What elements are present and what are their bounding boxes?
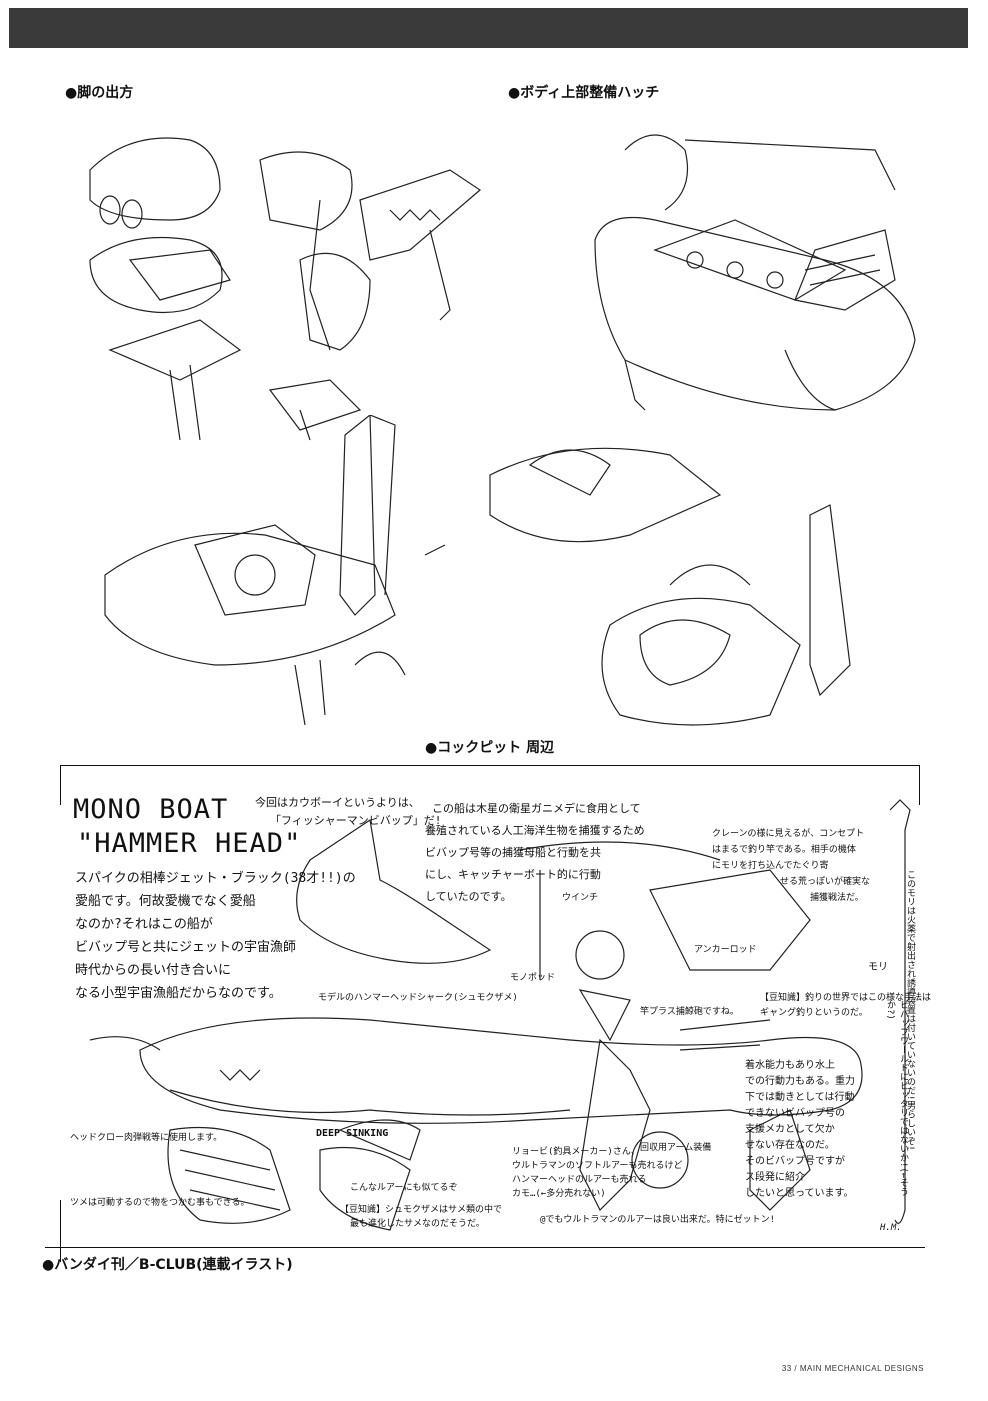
ryobi-line-1: リョービ(釣具メーカー)さん、 (512, 1147, 640, 1157)
label-reel-net: 竿プラス捕鯨砲ですね。 (640, 1007, 739, 1017)
illustration-frame-left-bottom (60, 1200, 61, 1262)
description-line-5: 時代からの長い付き合いに (75, 963, 232, 978)
cockpit-sketch-right (470, 415, 890, 745)
underwater-line-9: したいと思っています。 (745, 1188, 854, 1199)
crane-line-3: にモリを打ち込んでたぐり寄 (712, 861, 829, 871)
description-line-1: スパイクの相棒ジェット・ブラック(38才!!)の (75, 871, 356, 886)
mothership-line-3: ビバップ号等の捕獲母船と行動を共 (425, 846, 601, 859)
illustration-title-line1: MONO BOAT (73, 794, 229, 825)
illustration-frame-bottom (45, 1247, 925, 1248)
underwater-line-4: できないビバップ号の (745, 1108, 845, 1119)
intro-line-2: 「フィッシャーマンビバップ」だ! (270, 814, 442, 827)
cockpit-sketch-left (95, 415, 515, 740)
page-footer: 33 / MAIN MECHANICAL DESIGNS (781, 1364, 924, 1373)
underwater-line-3: 下では動きとしては行動 (745, 1092, 855, 1103)
mothership-line-1: この船は木星の衛星ガニメデに食用として (432, 802, 641, 815)
label-model-shark: モデルのハンマーヘッドシャーク(シュモクザメ) (318, 993, 518, 1003)
description-line-3: なのか?それはこの船が (75, 917, 213, 932)
description-line-4: ビバップ号と共にジェットの宇宙漁師 (75, 940, 297, 955)
crane-line-5: 捕獲戦法だ。 (810, 893, 864, 903)
label-anchor-rod: アンカーロッド (694, 945, 757, 955)
trivia-shark-line-1: 【豆知識】シュモクザメはサメ類の中で (340, 1205, 503, 1215)
hatch-sketch (585, 110, 925, 420)
label-tsume: ツメは可動するので物をつかむ事もできる。 (70, 1198, 250, 1208)
trivia-fishing-line-1: 【豆知識】釣りの世界ではこの様な手法は (760, 993, 932, 1003)
illustration-frame-top (60, 765, 920, 766)
mothership-line-5: していたのです。 (425, 890, 512, 903)
trivia-shark-line-2: 最も進化したサメなのだそうだ。 (350, 1219, 485, 1229)
signature: H.M. (880, 1223, 902, 1233)
ultraman-note: @でもウルトラマンのルアーは良い出来だ。特にゼットン! (540, 1215, 776, 1225)
crane-line-4: せる荒っぽいが確実な (780, 877, 871, 887)
ryobi-line-3: ハンマーヘッドのルアーも売れる (512, 1175, 647, 1185)
label-harpoon: モリ (868, 962, 888, 973)
leg-deployment-sketch (70, 110, 490, 450)
side-note-bebop-world: ビバップワールドにピッタリではないか!(←そうか?) (885, 1000, 908, 1197)
illustration-frame-left (60, 765, 61, 805)
underwater-line-2: での行動力もある。重力 (745, 1076, 855, 1087)
intro-line-1: 今回はカウボーイというよりは、 (255, 796, 420, 809)
mothership-line-2: 養殖されている人工海洋生物を捕獲するため (425, 824, 645, 837)
underwater-line-8: ス段発に紹介 (745, 1172, 805, 1183)
section-label-legs: ●脚の出方 (65, 85, 134, 101)
ryobi-line-4: カモ…(←多分売れない) (512, 1189, 606, 1199)
ryobi-line-2: ウルトラマンのソフトルアーも売れるけど (512, 1161, 683, 1171)
label-monopod: モノポッド (510, 973, 556, 983)
trivia-fishing-line-2: ギャング釣りというのだ。 (760, 1008, 868, 1018)
label-claw: ヘッドクロー肉弾戦等に使用します。 (70, 1133, 223, 1143)
label-winch: ウインチ (562, 893, 599, 903)
section-label-hatch: ●ボディ上部整備ハッチ (508, 85, 660, 101)
illustration-frame-right (919, 765, 920, 805)
description-line-2: 愛船です。何故愛機でなく愛船 (75, 894, 256, 909)
label-recovery-arm: 回収用アーム装備 (640, 1143, 712, 1153)
mothership-line-4: にし、キャッチャーボート的に行動 (425, 868, 601, 881)
illustration-title-line2: "HAMMER HEAD" (77, 828, 302, 859)
crane-line-2: はまるで釣り竿である。相手の機体 (712, 845, 856, 855)
section-label-cockpit: ●コックピット 周辺 (425, 740, 555, 756)
underwater-line-1: 着水能力もあり水上 (745, 1060, 835, 1071)
description-line-6: なる小型宇宙漁船だからなのです。 (75, 986, 282, 1001)
underwater-line-5: 支援メカとして欠か (745, 1124, 835, 1135)
header-bar (9, 8, 968, 48)
section-label-source: ●バンダイ刊／B-CLUB(連載イラスト) (42, 1257, 293, 1273)
label-deep-sinking: DEEP SINKING (316, 1128, 389, 1139)
crane-line-1: クレーンの様に見えるが、コンセプト (712, 829, 865, 839)
side-note-harpoon: このモリは火薬で射出され誘導装置は付いていないのだ!男らしいぞ! (905, 870, 915, 1151)
underwater-line-6: せない存在なのだ。 (745, 1140, 835, 1151)
hammer-head-illustration (70, 790, 920, 1235)
underwater-line-7: そのビバップ号ですが (745, 1156, 845, 1167)
label-lure: こんなルアーにも似てるぞ (350, 1183, 458, 1193)
